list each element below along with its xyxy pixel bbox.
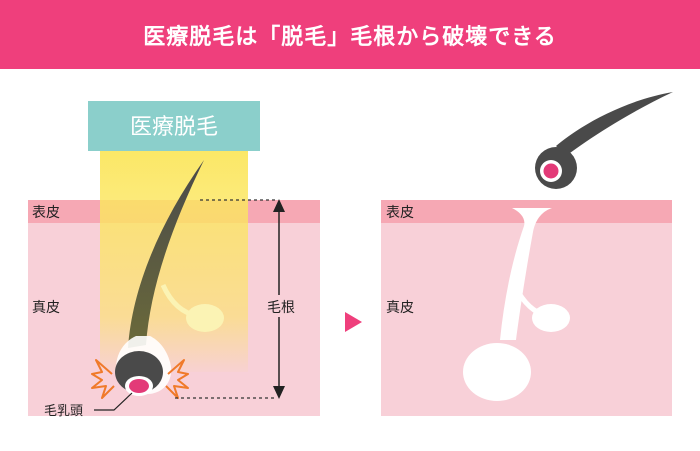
laser-beam <box>100 150 248 372</box>
removed-hair <box>535 92 673 189</box>
dermis-label-before: 真皮 <box>32 300 60 316</box>
burst-icon <box>165 359 189 399</box>
hair-shaft <box>128 160 204 348</box>
treatment-label: 医療脱毛 <box>130 115 218 140</box>
treatment-label-box <box>88 101 260 151</box>
header-banner: 医療脱毛は「脱毛」毛根から破壊できる <box>0 0 700 69</box>
empty-follicle <box>463 208 570 401</box>
sebaceous-gland <box>186 304 224 332</box>
epidermis-label-before: 表皮 <box>32 205 60 221</box>
triangle-right-icon <box>345 312 362 332</box>
burst-icon <box>91 359 115 399</box>
root-label: 毛根 <box>267 300 295 316</box>
dermis-label-after: 真皮 <box>386 300 414 316</box>
page-title: 医療脱毛は「脱毛」毛根から破壊できる <box>143 24 557 50</box>
epidermis-label-after: 表皮 <box>386 205 414 221</box>
papilla-label: 毛乳頭 <box>44 404 83 419</box>
papilla-leader-line <box>94 392 133 411</box>
